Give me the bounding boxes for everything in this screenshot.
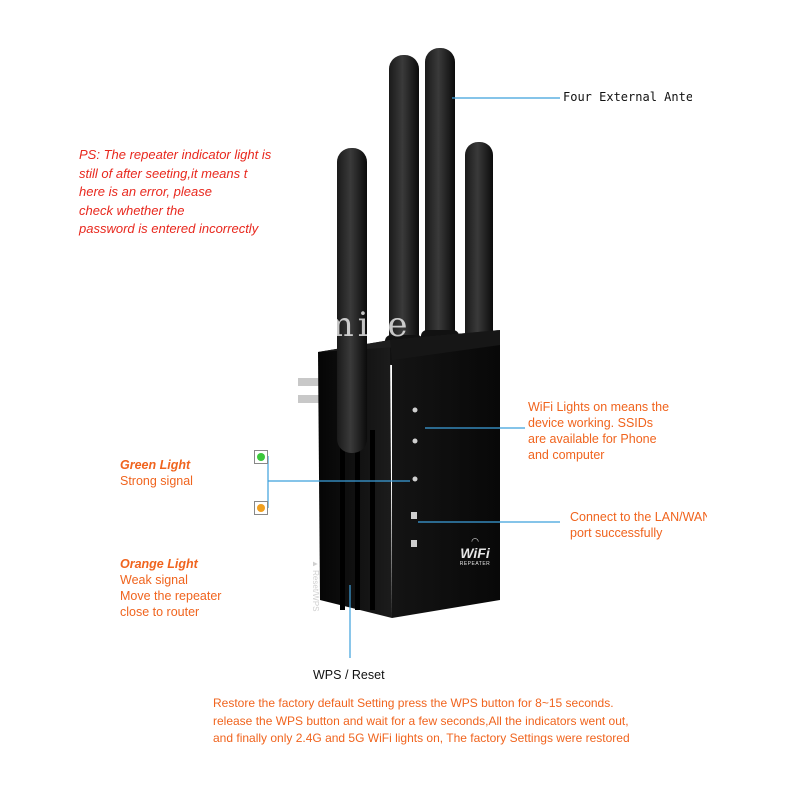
green-light-desc: Strong signal [120,474,193,488]
ps-note-line: check whether the [79,202,185,218]
antenna-right [465,142,493,347]
orange-led-indicator [254,501,268,515]
side-label-text: Reset/WPS [311,570,320,612]
factory-reset-line: Restore the factory default Setting pres… [213,696,614,710]
ps-note-line: still of after seeting,it means t [79,165,248,181]
antenna-back-center [421,48,459,360]
wifi-lights-line: are available for Phone [528,432,657,446]
factory-reset-line: release the WPS button and wait for a fe… [213,713,629,728]
badge-brand: WiFi [460,545,490,561]
wps-reset-label: WPS / Reset [313,668,385,682]
wifi-signal-icon: ◠ [471,536,479,546]
ps-note-line: here is an error, please [79,184,212,199]
orange-light-note: Orange Light Weak signal Move the repeat… [120,556,221,620]
wifi-lights-note: WiFi Lights on means the device working.… [528,399,669,463]
wifi-lights-line: device working. SSIDs [528,416,654,430]
wifi-repeater-badge: ◠ WiFi REPEATER [455,536,495,568]
watermark: smile [300,305,412,345]
antenna-front-left [337,148,367,453]
triangle-icon: ▲ [311,560,320,571]
front-led-icons [411,407,418,547]
antenna-label: Four External Antenna [563,90,692,104]
factory-reset-line: and finally only 2.4G and 5G WiFi lights… [213,731,630,745]
orange-light-line: Move the repeater [120,589,222,603]
green-led-dot [257,453,265,461]
ps-note: PS: The repeater indicator light is stil… [79,146,319,239]
ps-note-line: password is entered incorrectly [79,221,259,236]
green-light-note: Green Light Strong signal [120,457,193,489]
wifi-lights-line: WiFi Lights on means the [528,400,670,414]
green-light-title: Green Light [120,458,191,472]
factory-reset-note: Restore the factory default Setting pres… [213,695,630,748]
lan-wan-line: Connect to the LAN/WAN [570,510,707,524]
badge-sub: REPEATER [459,561,491,567]
orange-light-title: Orange Light [120,557,198,571]
reset-wps-side-label: ▲ Reset/WPS [311,560,320,640]
orange-light-line: close to router [120,605,200,619]
orange-led-dot [257,504,265,512]
lan-wan-line: port successfully [570,526,663,540]
wifi-lights-line: and computer [528,448,605,462]
lan-wan-note: Connect to the LAN/WAN port successfully [570,509,707,541]
ps-note-line: PS: The repeater indicator light is [79,147,272,162]
orange-light-line: Weak signal [120,573,188,587]
green-led-indicator [254,450,268,464]
callout-lines [267,97,560,658]
